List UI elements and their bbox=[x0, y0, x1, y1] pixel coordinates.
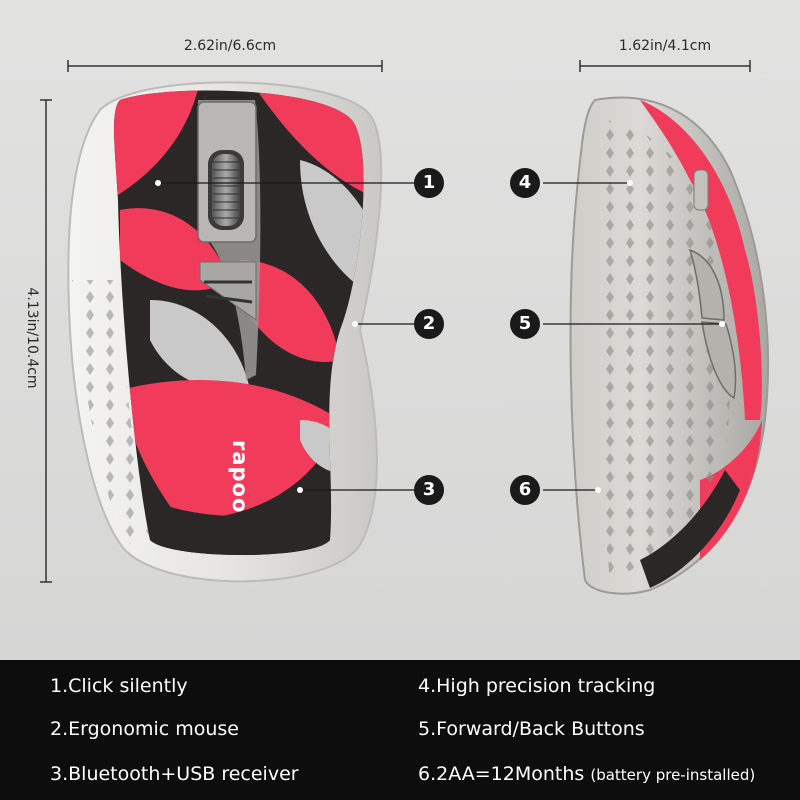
leader-endpoints bbox=[155, 180, 725, 493]
feature-note: (battery pre-installed) bbox=[590, 766, 756, 784]
callout-1: 1 bbox=[414, 168, 444, 198]
product-illustration bbox=[40, 60, 770, 595]
feature-item: 5.Forward/Back Buttons bbox=[418, 718, 645, 740]
mouse-top-view bbox=[67, 81, 383, 583]
callout-5: 5 bbox=[510, 309, 540, 339]
length-dimension-label: 4.13in/10.4cm bbox=[24, 287, 40, 389]
leader-lines bbox=[158, 182, 722, 491]
depth-dimension-label: 1.62in/4.1cm bbox=[618, 38, 712, 54]
callout-6: 6 bbox=[510, 475, 540, 505]
feature-item: 2.Ergonomic mouse bbox=[50, 718, 239, 740]
callout-3: 3 bbox=[414, 475, 444, 505]
callout-4: 4 bbox=[510, 168, 540, 198]
feature-item: 3.Bluetooth+USB receiver bbox=[50, 763, 299, 785]
feature-item: 4.High precision tracking bbox=[418, 675, 656, 697]
dimension-lines bbox=[40, 60, 751, 583]
width-dimension-label: 2.62in/6.6cm bbox=[183, 38, 277, 54]
callout-2: 2 bbox=[414, 309, 444, 339]
feature-item: 6.2AA=12Months (battery pre-installed) bbox=[418, 763, 756, 785]
product-stage: rapoo 2.62in/6.6cm 1.62in/4.1cm 4.13in/1… bbox=[0, 0, 800, 660]
feature-list: 1.Click silently 2.Ergonomic mouse 3.Blu… bbox=[0, 660, 800, 800]
feature-item: 1.Click silently bbox=[50, 675, 188, 697]
mouse-side-view bbox=[569, 96, 770, 595]
brand-logo: rapoo bbox=[228, 440, 252, 514]
